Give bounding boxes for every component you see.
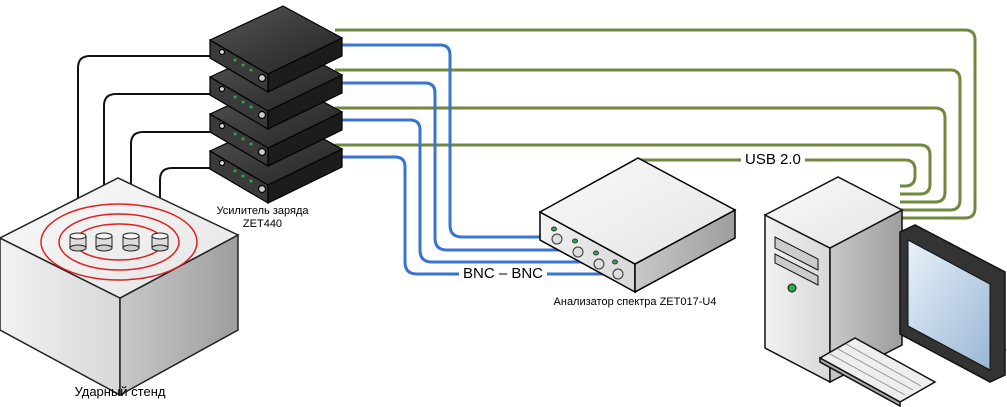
amplifier-1 <box>208 5 344 94</box>
shock-stand <box>0 177 240 397</box>
usb-cables <box>335 28 977 220</box>
bnc-label: BNC – BNC <box>459 265 548 282</box>
stand-label: Ударный стенд <box>74 384 166 399</box>
sensor-1 <box>69 232 87 252</box>
usb-cable-amp-3 <box>335 106 947 204</box>
bnc-cable-1 <box>340 43 555 239</box>
keyboard <box>818 337 937 407</box>
usb-cable-amp-2 <box>335 68 962 212</box>
usb-label: USB 2.0 <box>741 151 805 168</box>
sensor-3 <box>122 232 140 252</box>
sensors <box>69 232 169 252</box>
bnc-ports <box>551 226 624 280</box>
usb-cable-amp-1 <box>335 28 977 220</box>
usb-cable-analyzer <box>640 158 917 188</box>
bnc-cable-2 <box>340 81 577 252</box>
sensor-4 <box>151 232 169 252</box>
usb-cable-amp-4 <box>335 143 932 196</box>
bnc-cable-3 <box>340 118 598 264</box>
bnc-cables <box>340 43 617 276</box>
sensor-2 <box>95 232 113 252</box>
spectrum-analyzer <box>538 157 737 294</box>
sensor-cables <box>77 55 215 240</box>
computer <box>763 176 1007 407</box>
analyzer-label: Анализатор спектра ZET017-U4 <box>553 296 717 308</box>
amplifier-label-line2: ZET440 <box>242 218 283 230</box>
bnc-cable-4 <box>340 155 617 276</box>
pc-tower <box>763 176 904 384</box>
monitor <box>899 224 1007 383</box>
charge-amplifiers <box>208 5 344 205</box>
amplifier-label-line1: Усилитель заряда <box>216 205 309 217</box>
